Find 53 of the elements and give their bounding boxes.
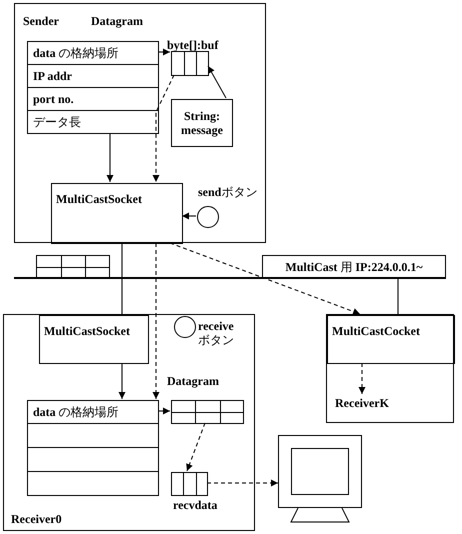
array-label: byte[]:buf bbox=[167, 38, 218, 52]
arrow bbox=[170, 242, 360, 315]
array-box bbox=[171, 400, 244, 424]
button-caption: sendボタン bbox=[198, 185, 258, 199]
node-label: data の格納場所 bbox=[33, 46, 119, 60]
arrow bbox=[106, 132, 114, 182]
field-row bbox=[27, 110, 159, 134]
node-label: MultiCast 用 IP:224.0.0.1~ bbox=[284, 260, 424, 274]
panel-title: Sender bbox=[23, 14, 59, 28]
panel-title: Datagram bbox=[91, 14, 143, 28]
field-row bbox=[27, 447, 159, 472]
node-label: MultiCastSocket bbox=[44, 324, 130, 338]
monitor-drawing bbox=[278, 435, 362, 523]
arrow bbox=[158, 48, 170, 56]
socket-box bbox=[327, 315, 455, 364]
receiver-panel bbox=[326, 314, 454, 423]
arrow bbox=[152, 74, 174, 182]
array-label: recvdata bbox=[173, 498, 218, 512]
button-circle bbox=[197, 206, 219, 228]
node-label: String: message bbox=[180, 109, 224, 137]
sender-panel bbox=[14, 3, 266, 243]
arrow bbox=[186, 422, 206, 472]
receiver-panel bbox=[3, 314, 255, 531]
panel-title: Receiver0 bbox=[11, 512, 62, 526]
field-row bbox=[27, 41, 159, 65]
arrow bbox=[152, 242, 160, 400]
node-label: IP addr bbox=[33, 69, 72, 83]
button-caption: receive ボタン bbox=[198, 319, 235, 347]
arrow bbox=[206, 480, 278, 486]
field-row bbox=[27, 64, 159, 88]
button-circle bbox=[174, 316, 196, 338]
arrow bbox=[158, 408, 170, 414]
field-row bbox=[27, 423, 159, 448]
array-box bbox=[171, 472, 208, 496]
array-label: Datagram bbox=[167, 374, 219, 388]
arrow bbox=[182, 212, 196, 220]
node-label: MultiCastCocket bbox=[332, 324, 420, 338]
arrow bbox=[358, 362, 366, 394]
array-box bbox=[171, 51, 209, 76]
node-label: データ長 bbox=[33, 115, 81, 129]
node-label: port no. bbox=[33, 92, 74, 106]
socket-box bbox=[39, 315, 149, 364]
object-box bbox=[171, 99, 233, 147]
arrow bbox=[208, 66, 226, 98]
node-label: MultiCastSocket bbox=[56, 192, 142, 206]
field-row bbox=[27, 471, 159, 496]
node-label: data の格納場所 bbox=[33, 405, 119, 419]
network-line bbox=[14, 277, 446, 279]
field-row bbox=[27, 400, 159, 424]
socket-box bbox=[51, 183, 183, 244]
field-row bbox=[27, 87, 159, 111]
node-label: ReceiverK bbox=[335, 396, 389, 410]
arrow bbox=[118, 362, 126, 400]
